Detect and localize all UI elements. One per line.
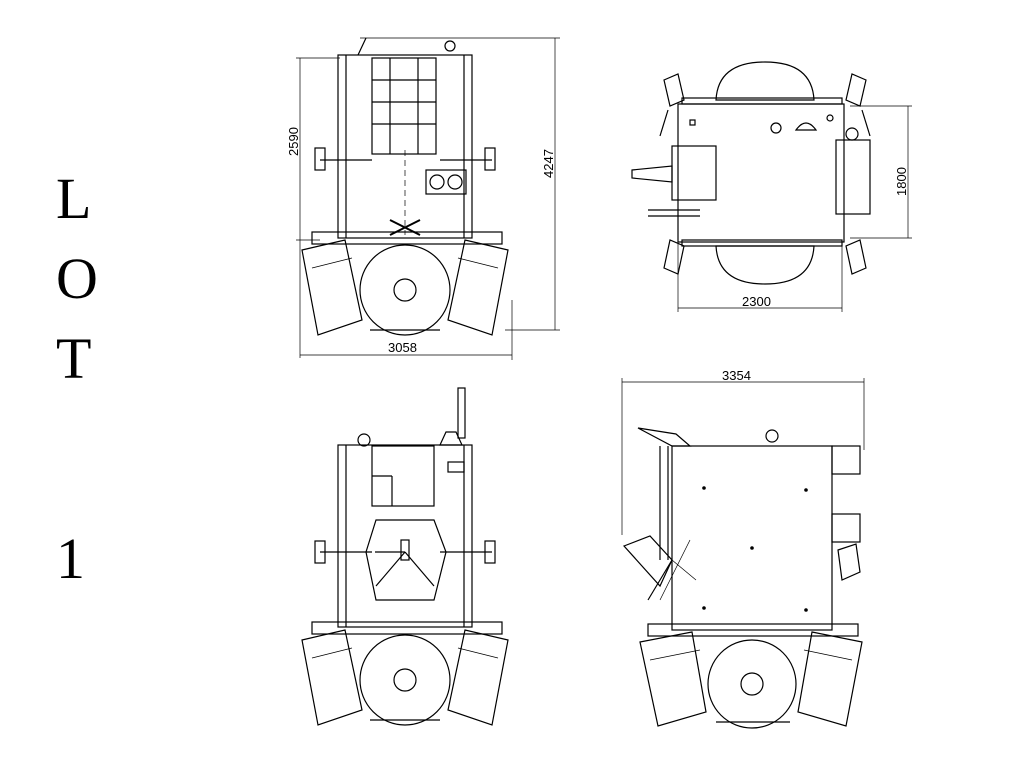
side-length-label: 3354 (722, 368, 751, 383)
top-view-drawing: 2300 1800 (631, 61, 912, 312)
front-width-label: 3058 (388, 340, 417, 355)
rear-view-drawing (301, 387, 509, 726)
front-view-drawing: 2590 4247 3058 (286, 37, 560, 360)
front-height-body-label: 2590 (286, 127, 301, 156)
lot-letter-1: 1 (56, 526, 85, 591)
lot-letter-l: L (56, 166, 92, 231)
top-depth-label: 1800 (894, 167, 909, 196)
lot-letter-t: T (56, 326, 92, 391)
front-height-total-label: 4247 (541, 149, 556, 178)
top-width-label: 2300 (742, 294, 771, 309)
lot-letter-o: O (56, 246, 98, 311)
side-view-drawing: 3354 (621, 368, 865, 729)
